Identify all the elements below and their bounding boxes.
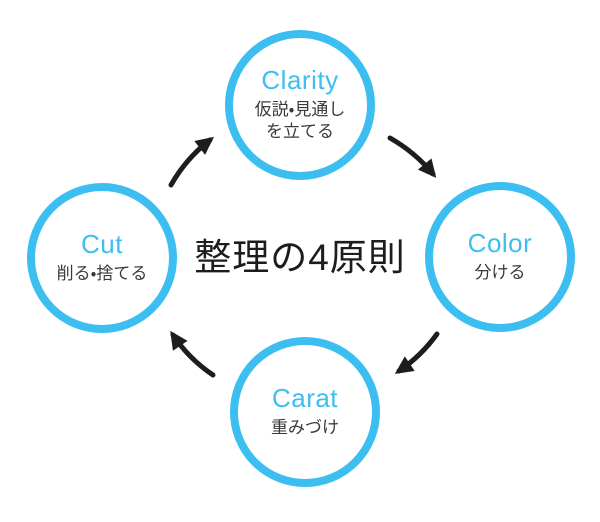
arrow-color-to-carat-icon: [394, 331, 440, 374]
node-cut: Cut 削る・捨てる: [27, 183, 177, 333]
node-color-label-ja: 分ける: [475, 262, 526, 285]
node-carat: Carat 重みづけ: [230, 337, 380, 487]
node-clarity-label-en: Clarity: [261, 64, 339, 95]
node-clarity-label-ja: 仮説・見通し を立てる: [255, 99, 346, 144]
node-clarity: Clarity 仮説・見通し を立てる: [225, 30, 375, 180]
arrow-clarity-to-color-icon: [387, 135, 437, 178]
node-cut-label-ja: 削る・捨てる: [57, 263, 148, 286]
diagram-title: 整理の4原則: [194, 237, 406, 278]
node-carat-label-ja: 重みづけ: [271, 417, 339, 440]
ja-line: 削る・捨てる: [56, 264, 148, 284]
arrow-cut-to-clarity-icon: [168, 136, 214, 188]
ja-line: を立てる: [266, 122, 334, 142]
arrow-carat-to-cut-icon: [170, 330, 216, 378]
ja-line: 分ける: [474, 263, 526, 283]
node-color: Color 分ける: [425, 182, 575, 332]
ja-line: 重みづけ: [271, 418, 339, 438]
node-cut-label-en: Cut: [81, 229, 123, 260]
ja-line: 仮説・見通し: [254, 99, 346, 119]
node-color-label-en: Color: [467, 228, 533, 259]
node-carat-label-en: Carat: [271, 383, 339, 414]
